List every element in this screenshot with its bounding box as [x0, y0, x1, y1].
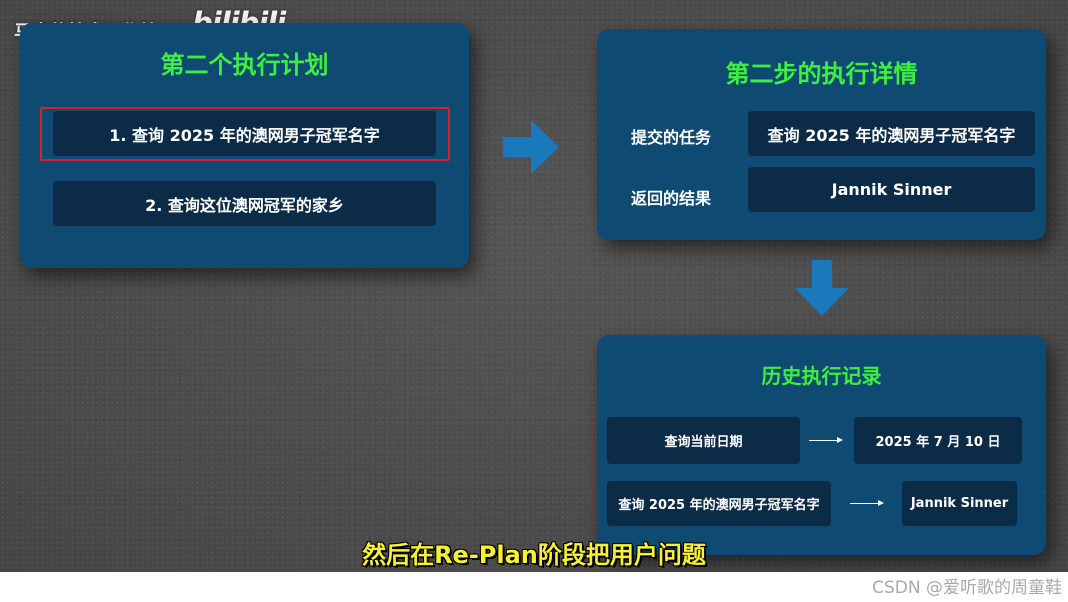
arrow-down-icon — [795, 260, 849, 316]
history-panel: 历史执行记录 查询当前日期 2025 年 7 月 10 日 查询 2025 年的… — [597, 335, 1046, 555]
current-step-highlight — [40, 107, 450, 161]
arrow-right-icon — [503, 120, 559, 174]
csdn-watermark: CSDN @爱听歌的周童鞋 — [872, 578, 1062, 598]
submitted-task-label: 提交的任务 — [631, 128, 712, 147]
plan-panel-title: 第二个执行计划 — [160, 51, 329, 79]
history-arrow-2 — [850, 500, 884, 506]
video-subtitle: 然后在Re-Plan阶段把用户问题 — [362, 541, 706, 569]
history-panel-title: 历史执行记录 — [761, 364, 882, 388]
returned-result-value: Jannik Sinner — [748, 167, 1035, 212]
submitted-task-value: 查询 2025 年的澳网男子冠军名字 — [748, 111, 1035, 156]
history-result-1: 2025 年 7 月 10 日 — [854, 417, 1022, 464]
history-task-1: 查询当前日期 — [607, 417, 800, 464]
history-arrow-1 — [809, 437, 843, 443]
video-frame: 马克的技术工作坊 bilibili 第二个执行计划 1. 查询 2025 年的澳… — [0, 0, 1068, 572]
plan-step-1: 1. 查询 2025 年的澳网男子冠军名字 — [53, 111, 436, 156]
returned-result-label: 返回的结果 — [631, 189, 712, 208]
plan-panel: 第二个执行计划 1. 查询 2025 年的澳网男子冠军名字 2. 查询这位澳网冠… — [20, 23, 469, 268]
step-detail-panel: 第二步的执行详情 提交的任务 查询 2025 年的澳网男子冠军名字 返回的结果 … — [597, 29, 1046, 240]
step-detail-title: 第二步的执行详情 — [725, 60, 918, 88]
history-task-2: 查询 2025 年的澳网男子冠军名字 — [607, 481, 831, 526]
plan-step-2: 2. 查询这位澳网冠军的家乡 — [53, 181, 436, 226]
history-result-2: Jannik Sinner — [902, 481, 1017, 526]
